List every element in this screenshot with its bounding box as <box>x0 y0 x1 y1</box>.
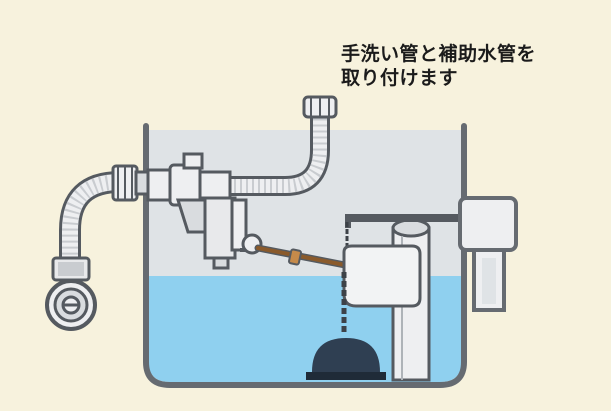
hand-wash-pipe-cap-icon <box>302 95 338 119</box>
float-arm <box>241 233 354 270</box>
caption-line-2: 取り付けます <box>341 67 459 89</box>
flapper-valve-icon <box>306 338 386 380</box>
tank-wall <box>143 123 467 388</box>
hand-wash-pipe <box>228 112 330 196</box>
caption-line-1: 手洗い管と補助水管を <box>341 43 537 65</box>
float-ball-icon <box>342 244 422 308</box>
ball-tap-valve-icon <box>146 152 248 270</box>
instruction-caption: 手洗い管と補助水管を 取り付けます <box>341 42 601 90</box>
flush-handle-icon <box>458 196 518 312</box>
stop-valve-icon <box>45 256 97 331</box>
supply-hose <box>59 171 121 260</box>
flush-lever <box>345 214 465 228</box>
supply-nut <box>111 164 152 202</box>
